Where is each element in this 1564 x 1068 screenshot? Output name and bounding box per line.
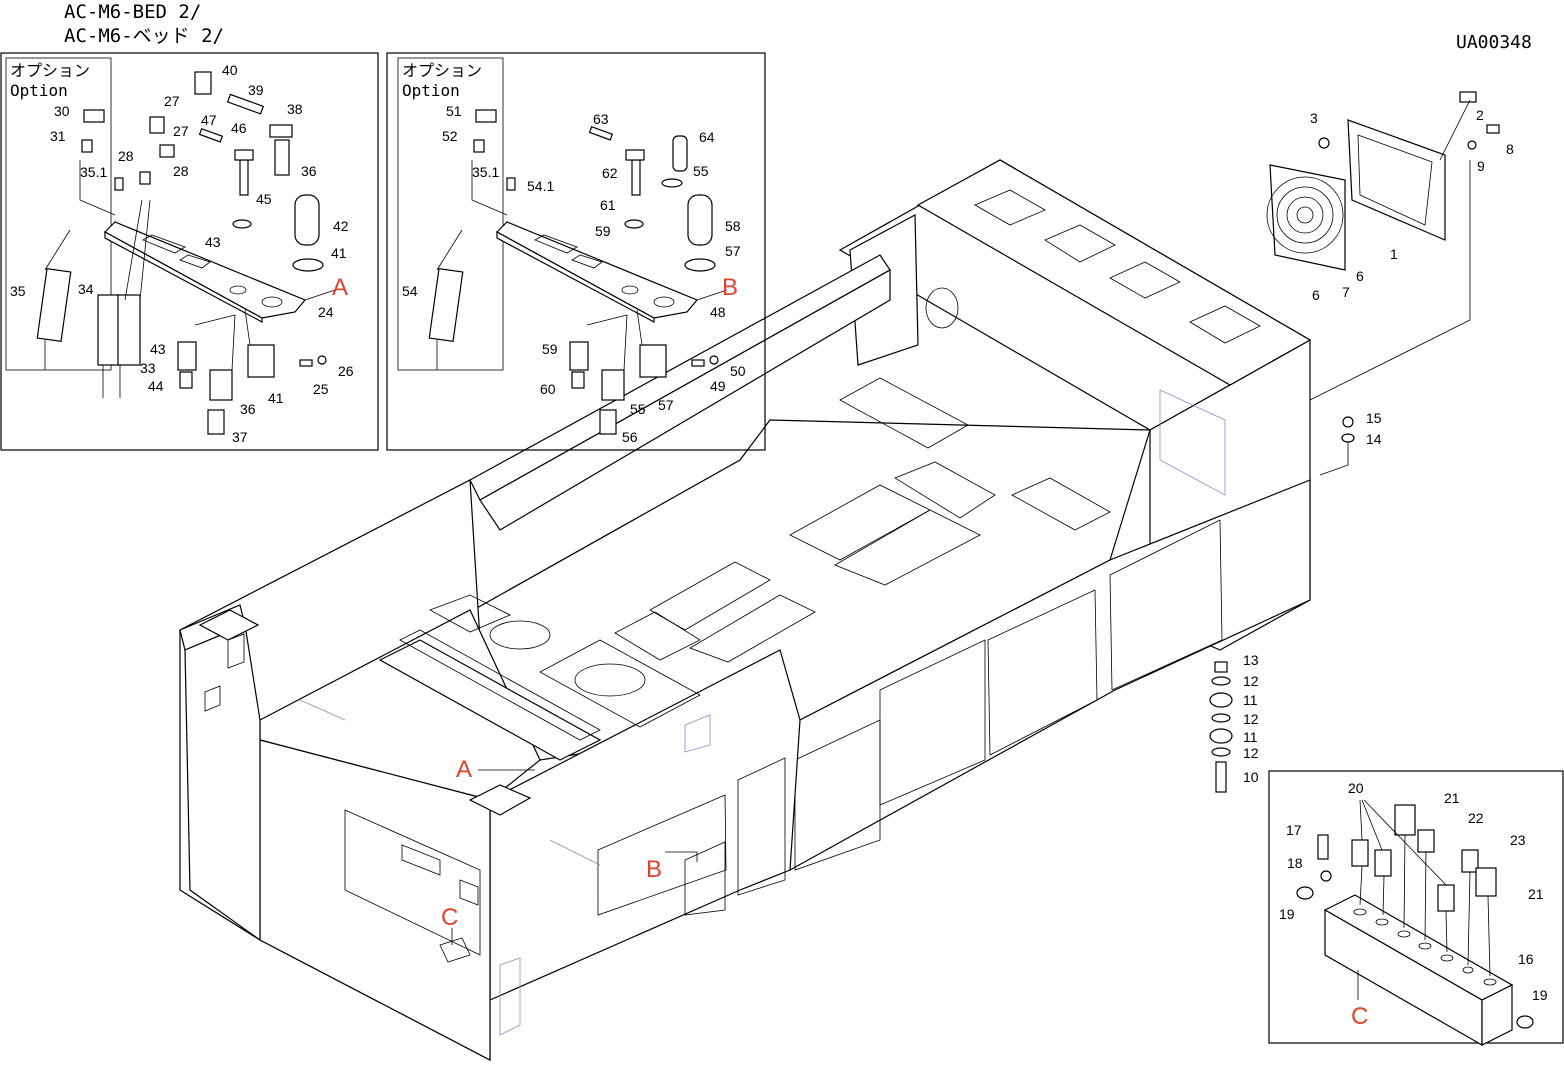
part-label: 50 bbox=[730, 363, 746, 379]
part-label: 11 bbox=[1243, 692, 1258, 708]
detail-a-ref: A bbox=[332, 274, 348, 301]
part-label: 40 bbox=[222, 62, 238, 78]
part-label: 27 bbox=[164, 93, 180, 109]
part-label: 43 bbox=[150, 341, 166, 357]
part-label: 41 bbox=[331, 245, 347, 261]
part-label: 31 bbox=[50, 128, 66, 144]
part-label: 28 bbox=[173, 163, 189, 179]
part-label: 55 bbox=[693, 163, 709, 179]
part-label: 30 bbox=[54, 103, 70, 119]
part-label: 12 bbox=[1243, 745, 1259, 761]
part-label: 38 bbox=[287, 101, 303, 117]
detail-b-option-en: Option bbox=[402, 81, 460, 100]
part-label: 16 bbox=[1518, 951, 1534, 967]
detail-a-option-en: Option bbox=[10, 81, 68, 100]
part-label: 6 bbox=[1312, 287, 1320, 303]
part-label: 57 bbox=[658, 397, 674, 413]
bed-frame bbox=[180, 160, 1310, 1060]
part-label: 21 bbox=[1444, 790, 1460, 806]
part-label: 49 bbox=[710, 378, 726, 394]
detail-b-option-jp: オプション bbox=[402, 61, 482, 80]
part-label: 1 bbox=[1390, 246, 1398, 262]
part-label: 2 bbox=[1476, 107, 1484, 123]
part-label: 19 bbox=[1532, 987, 1548, 1003]
part-label: 42 bbox=[333, 218, 349, 234]
part-label: 20 bbox=[1348, 780, 1364, 796]
part-label: 22 bbox=[1468, 810, 1484, 826]
part-label: 54.1 bbox=[527, 178, 554, 194]
part-label: 14 bbox=[1366, 431, 1382, 447]
part-label: 26 bbox=[338, 363, 354, 379]
part-label: 36 bbox=[301, 163, 317, 179]
detail-a-option-jp: オプション bbox=[10, 61, 90, 80]
part-label: 41 bbox=[268, 390, 284, 406]
part-label: 58 bbox=[725, 218, 741, 234]
part-label: 25 bbox=[313, 381, 329, 397]
part-label: 33 bbox=[140, 360, 156, 376]
part-label: 35 bbox=[10, 283, 26, 299]
part-label: 36 bbox=[240, 401, 256, 417]
part-label: 28 bbox=[118, 148, 134, 164]
frame-ref-c: C bbox=[441, 904, 458, 931]
part-label: 61 bbox=[600, 197, 616, 213]
part-label: 23 bbox=[1510, 832, 1526, 848]
part-label: 46 bbox=[231, 120, 247, 136]
part-label: 13 bbox=[1243, 652, 1259, 668]
part-label: 56 bbox=[622, 429, 638, 445]
part-label: 62 bbox=[602, 165, 618, 181]
part-label: 48 bbox=[710, 304, 726, 320]
detail-c-ref: C bbox=[1351, 1003, 1368, 1030]
part-label: 19 bbox=[1279, 906, 1295, 922]
part-label: 55 bbox=[630, 401, 646, 417]
part-label: 12 bbox=[1243, 711, 1259, 727]
part-label: 3 bbox=[1310, 110, 1318, 126]
frame-ref-a: A bbox=[456, 756, 472, 783]
part-label: 63 bbox=[593, 111, 609, 127]
part-label: 10 bbox=[1243, 769, 1259, 785]
part-label: 43 bbox=[205, 234, 221, 250]
part-label: 12 bbox=[1243, 673, 1259, 689]
part-label: 37 bbox=[232, 429, 248, 445]
part-label: 60 bbox=[540, 381, 556, 397]
part-label: 11 bbox=[1243, 729, 1258, 745]
part-label: 24 bbox=[318, 304, 334, 320]
part-label: 18 bbox=[1287, 855, 1303, 871]
part-label: 59 bbox=[542, 341, 558, 357]
part-label: 7 bbox=[1342, 284, 1350, 300]
part-label: 17 bbox=[1286, 822, 1302, 838]
part-label: 52 bbox=[442, 128, 458, 144]
part-label: 39 bbox=[248, 82, 264, 98]
part-label: 6 bbox=[1356, 268, 1364, 284]
part-label: 51 bbox=[446, 103, 462, 119]
part-label: 57 bbox=[725, 243, 741, 259]
part-label: 64 bbox=[699, 129, 715, 145]
detail-c bbox=[1269, 771, 1563, 1045]
part-label: 27 bbox=[173, 123, 189, 139]
part-label: 21 bbox=[1528, 886, 1544, 902]
part-label: 47 bbox=[201, 112, 217, 128]
part-label: 35.1 bbox=[80, 164, 107, 180]
part-label: 9 bbox=[1477, 158, 1485, 174]
part-label: 15 bbox=[1366, 410, 1382, 426]
part-label: 35.1 bbox=[472, 164, 499, 180]
part-label: 54 bbox=[402, 283, 418, 299]
part-label: 59 bbox=[595, 223, 611, 239]
part-label: 45 bbox=[256, 191, 272, 207]
detail-b-ref: B bbox=[722, 274, 738, 301]
frame-ref-b: B bbox=[646, 856, 662, 883]
part-label: 34 bbox=[78, 281, 94, 297]
part-label: 44 bbox=[148, 378, 164, 394]
part-label: 8 bbox=[1506, 141, 1514, 157]
